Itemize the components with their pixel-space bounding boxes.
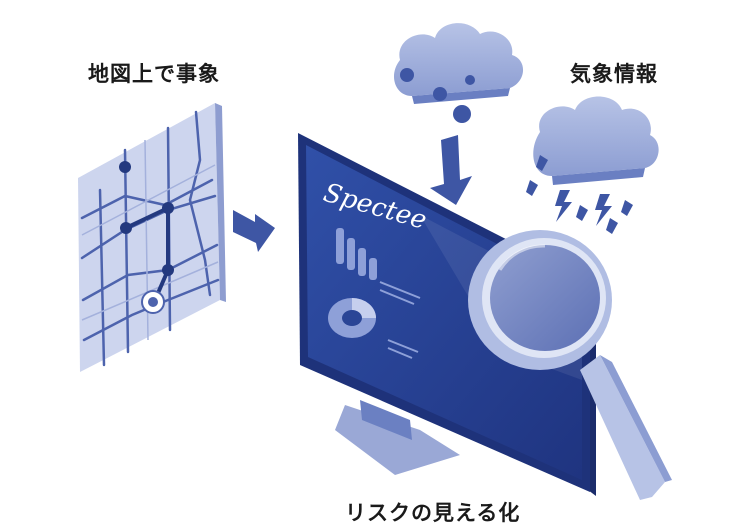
risk-visualization-label: リスクの見える化 <box>345 501 521 525</box>
weather-info-label: 気象情報 <box>570 62 658 86</box>
map-icon <box>78 103 226 372</box>
arrow-down-icon <box>430 135 472 205</box>
magnifier-icon <box>468 230 672 500</box>
arrow-right-icon <box>233 210 275 252</box>
map-events-label: 地図上で事象 <box>88 62 220 86</box>
storm-cloud-icon <box>526 96 659 234</box>
pie-graphic <box>328 298 376 338</box>
cloud-icon <box>393 23 524 123</box>
